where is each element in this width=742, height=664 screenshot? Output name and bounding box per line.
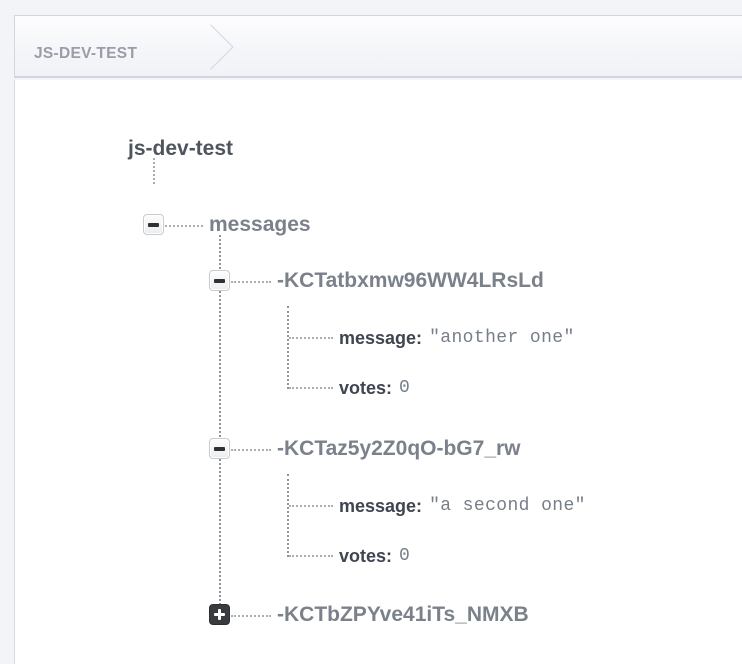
toggle-messages[interactable] [143,214,164,235]
tree-node-messages[interactable]: messages [209,210,311,240]
leaf-key: votes: [339,545,393,566]
connector-child2-leaf-trunk [287,474,289,557]
tree-node-KCTatbxmw96WW4LRsLd[interactable]: -KCTatbxmw96WW4LRsLd [277,266,544,296]
breadcrumb-item-root[interactable]: JS-DEV-TEST [14,15,234,78]
connector-leaf-votes-1 [289,387,333,389]
connector-child1-leaf-trunk [287,306,289,389]
connector-child1-horizontal [231,281,271,283]
toggle-node-KCTaz5y2Z0qO-bG7_rw[interactable] [209,438,230,459]
leaf-value: "a second one" [429,496,586,516]
leaf-key: message: [339,327,423,348]
tree-node-KCTaz5y2Z0qO-bG7_rw[interactable]: -KCTaz5y2Z0qO-bG7_rw [277,434,521,464]
leaf-value: 0 [399,378,411,398]
breadcrumb-bar [14,15,742,78]
tree-panel: js-dev-test messages -KCTatbxmw96WW4LRsL… [14,80,742,664]
leaf-key: votes: [339,377,393,398]
tree-root-label: js-dev-test [128,137,234,160]
leaf-value: 0 [399,546,411,566]
connector-messages-trunk [219,235,221,613]
tree-node-label: -KCTbZPYve41iTs_NMXB [277,603,529,626]
toggle-node-KCTbZPYve41iTs_NMXB[interactable] [209,604,230,625]
connector-child2-horizontal [231,449,271,451]
tree-node-label: messages [209,213,311,236]
tree-leaf-message[interactable]: message: "a second one" [339,491,586,521]
tree-leaf-message[interactable]: message: "another one" [339,323,575,353]
connector-messages-horizontal [165,225,203,227]
tree-leaf-votes[interactable]: votes: 0 [339,541,410,571]
connector-leaf-votes-2 [289,555,333,557]
tree-root-node[interactable]: js-dev-test [128,134,233,164]
tree-node-KCTbZPYve41iTs_NMXB[interactable]: -KCTbZPYve41iTs_NMXB [277,600,529,630]
tree-node-label: -KCTaz5y2Z0qO-bG7_rw [277,437,521,460]
leaf-value: "another one" [429,328,575,348]
connector-leaf-message-2 [289,505,333,507]
connector-leaf-message-1 [289,337,333,339]
leaf-key: message: [339,495,423,516]
tree-node-label: -KCTatbxmw96WW4LRsLd [277,269,544,292]
tree-leaf-votes[interactable]: votes: 0 [339,373,410,403]
breadcrumb-label: JS-DEV-TEST [34,45,138,62]
connector-child3-horizontal [231,615,271,617]
toggle-node-KCTatbxmw96WW4LRsLd[interactable] [209,270,230,291]
connector-root-vertical [153,158,155,184]
